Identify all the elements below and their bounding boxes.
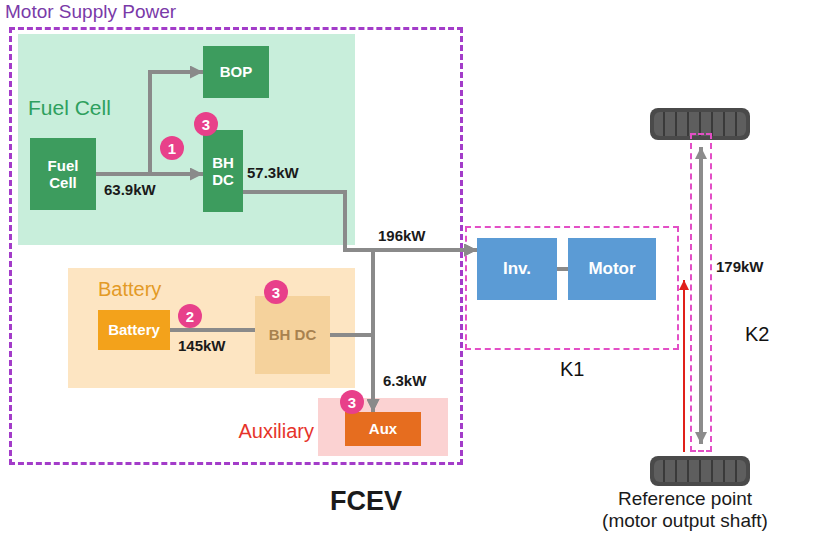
group-heading: K2 bbox=[745, 323, 769, 346]
group-heading: Fuel Cell bbox=[28, 96, 111, 120]
aux-box: Aux bbox=[345, 412, 421, 446]
top-wheel bbox=[650, 108, 750, 140]
converter-box: BH DC bbox=[255, 296, 330, 374]
tire bbox=[650, 108, 750, 140]
battery-box: Battery bbox=[98, 310, 170, 350]
power-flow-line bbox=[330, 250, 477, 335]
box-label: Battery bbox=[108, 321, 160, 338]
converter-box: BH DC bbox=[203, 130, 243, 212]
box-label: Inv. bbox=[503, 259, 531, 279]
group-heading: Battery bbox=[98, 278, 161, 301]
power-flow-line bbox=[96, 172, 203, 176]
bop-box: BOP bbox=[203, 46, 269, 98]
group-heading: Motor Supply Power bbox=[5, 1, 176, 23]
fuel-cell-group: Fuel CellFuel CellBOPBH DC bbox=[18, 34, 355, 245]
power-flow-line bbox=[96, 72, 203, 174]
group-heading: K1 bbox=[560, 358, 584, 381]
group-heading: Auxiliary bbox=[238, 420, 314, 443]
box-label: BOP bbox=[220, 63, 253, 80]
power-value: 6.3kW bbox=[383, 372, 426, 389]
tread-lines bbox=[664, 112, 736, 136]
power-value: 145kW bbox=[178, 337, 226, 354]
power-flow-line bbox=[243, 192, 373, 412]
power-flow-line bbox=[557, 267, 568, 271]
callout-number: 3 bbox=[194, 112, 218, 136]
power-value: 179kW bbox=[716, 258, 764, 275]
axle-arrow bbox=[699, 147, 703, 444]
power-value: 63.9kW bbox=[104, 181, 156, 198]
tire-tread bbox=[654, 460, 746, 482]
tire bbox=[650, 456, 750, 486]
box-label: Fuel Cell bbox=[34, 157, 92, 192]
auxiliary-group: AuxiliaryAux bbox=[318, 398, 448, 456]
reference-arrow bbox=[683, 280, 685, 452]
vehicle-type-caption: FCEV bbox=[330, 486, 402, 517]
callout-number: 1 bbox=[160, 136, 184, 160]
system-boundary: Motor Supply PowerFuel CellFuel CellBOPB… bbox=[10, 28, 462, 464]
power-value: 57.3kW bbox=[247, 164, 299, 181]
power-value: 196kW bbox=[378, 227, 426, 244]
box-label: BH DC bbox=[269, 326, 317, 343]
reference-point-note: Reference point (motor output shaft) bbox=[593, 488, 777, 532]
power-flow-line bbox=[243, 192, 477, 250]
inverter-box: Inv. bbox=[477, 238, 557, 300]
box-label: BH DC bbox=[207, 154, 239, 189]
k1-boundary: K1Inv.Motor bbox=[465, 226, 679, 350]
power-flow-line bbox=[170, 328, 255, 332]
callout-number: 2 bbox=[178, 304, 202, 328]
motor-box: Motor bbox=[568, 238, 656, 300]
callout-number: 3 bbox=[264, 280, 288, 304]
k2-boundary: K2 bbox=[690, 133, 712, 452]
box-label: Aux bbox=[369, 420, 397, 437]
fuel-cell-box: Fuel Cell bbox=[30, 138, 96, 210]
tread-lines bbox=[664, 460, 736, 482]
tire-tread bbox=[654, 112, 746, 136]
callout-number: 3 bbox=[340, 390, 364, 414]
bottom-wheel bbox=[650, 456, 750, 486]
box-label: Motor bbox=[588, 259, 635, 279]
